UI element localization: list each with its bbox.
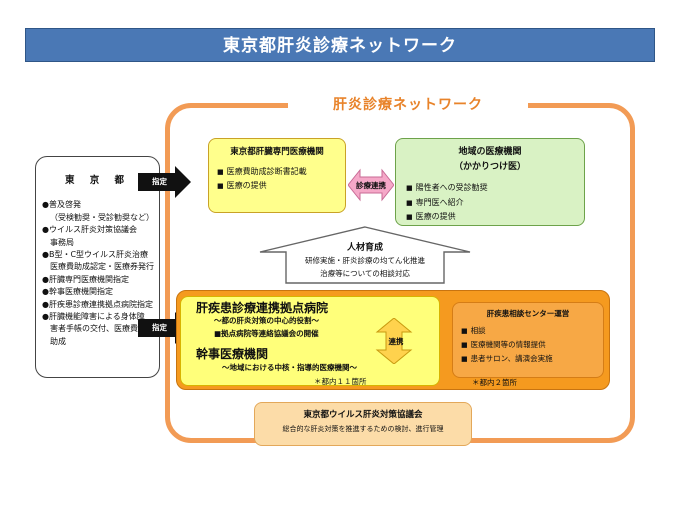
local-institution-box: 地域の医療機関 （かかりつけ医） 陽性者への受診勧奨 専門医へ紹介 医療の提供: [395, 138, 585, 226]
page-title-banner: 東京都肝炎診療ネットワーク: [25, 28, 655, 62]
human-resource-arrow: [259, 226, 471, 284]
core-institution-title: 幹事医療機関: [196, 347, 269, 361]
tokyo-role-item: ●肝臓機能障害による身体障: [42, 312, 145, 322]
hepatitis-council-description: 総合的な肝炎対策を推進するための検討、進行管理: [282, 425, 444, 433]
tokyo-role-item: ●肝臓専門医療機関指定: [42, 274, 129, 284]
tokyo-role-item: ●肝疾患診療連携拠点病院指定: [42, 299, 153, 309]
tokyo-box-title: 東 京 都: [64, 175, 131, 186]
medical-link-arrow: [348, 168, 394, 202]
hepatitis-council-title: 東京都ウイルス肝炎対策協議会: [303, 410, 423, 420]
tokyo-role-list: ●普及啓発 （受検勧奨・受診勧奨など） ●ウイルス肝炎対策協議会事務局 ●B型・C型ウ…: [42, 199, 154, 348]
tokyo-role-item: 助成: [50, 336, 66, 346]
tokyo-role-item: ●幹事医療機関指定: [42, 287, 113, 297]
tokyo-metropolitan-box: 東 京 都 ●普及啓発（受検勧奨・受診勧奨など）●ウイルス肝炎対策協議会事務局●…: [35, 156, 160, 378]
tokyo-role-item: ●普及啓発: [42, 200, 81, 210]
medical-link-label: 診療連携: [356, 181, 386, 190]
consultation-item: 患者サロン、講演会実施: [461, 352, 595, 366]
tokyo-role-item: （受検勧奨・受診勧奨など）: [50, 212, 154, 222]
specialist-item: 医療費助成診断書記載: [217, 165, 337, 179]
designate-arrow-top: 指定: [138, 166, 191, 198]
consultation-item: 相談: [461, 324, 595, 338]
human-resource-line: 治療等についての相談対応: [320, 269, 410, 278]
tokyo-role-item: 事務局: [50, 237, 74, 247]
tokyo-role-item: 医療費助成認定・医療券発行: [50, 262, 154, 272]
human-resource-line: 研修実施・肝炎診療の均てん化推進: [305, 256, 425, 265]
human-resource-title: 人材育成: [346, 243, 383, 253]
local-item: 医療の提供: [406, 210, 574, 225]
designate-arrow-top-label: 指定: [138, 173, 175, 191]
specialist-institution-title: 東京都肝臓専門医療機関: [230, 147, 324, 157]
tokyo-role-item: 害者手帳の交付、医療費の: [50, 324, 146, 334]
consultation-center-box: 肝疾患相談センター運営 相談 医療機関等の情報提供 患者サロン、講演会実施: [452, 302, 604, 378]
specialist-item: 医療の提供: [217, 179, 337, 193]
core-institution-subtitle: ～地域における中核・指導的医療機関～: [222, 363, 357, 372]
cooperation-arrow: [375, 318, 413, 364]
tokyo-role-item: ●ウイルス肝炎対策協議会: [42, 225, 137, 235]
specialist-institution-box: 東京都肝臓専門医療機関 医療費助成診断書記載 医療の提供: [208, 138, 346, 213]
local-institution-title: 地域の医療機関: [458, 147, 522, 157]
consultation-center-title: 肝疾患相談センター運営: [486, 309, 570, 318]
local-item: 陽性者への受診勧奨: [406, 181, 574, 196]
core-institution-count: ＊都内１１箇所: [314, 377, 367, 386]
network-frame-title: 肝炎診療ネットワーク: [288, 95, 528, 115]
tokyo-role-item: ●B型・C型ウイルス肝炎治療: [42, 250, 149, 260]
designate-arrow-bottom-label: 指定: [138, 319, 175, 337]
cooperation-label: 連携: [388, 337, 404, 346]
hepatitis-council-box: 東京都ウイルス肝炎対策協議会 総合的な肝炎対策を推進するための検討、進行管理: [254, 402, 472, 446]
consultation-center-count: ＊都内２箇所: [472, 378, 517, 387]
consultation-item: 医療機関等の情報提供: [461, 338, 595, 352]
local-institution-subtitle: （かかりつけ医）: [453, 162, 527, 172]
base-hospital-subtitle: ～都の肝炎対策の中心的役割～: [214, 316, 319, 325]
designate-arrow-top-head: [175, 166, 191, 198]
local-item: 専門医へ紹介: [406, 196, 574, 211]
base-hospital-note: ■拠点病院等連絡協議会の開催: [214, 329, 319, 338]
base-hospital-title: 肝疾患診療連携拠点病院: [196, 301, 329, 315]
